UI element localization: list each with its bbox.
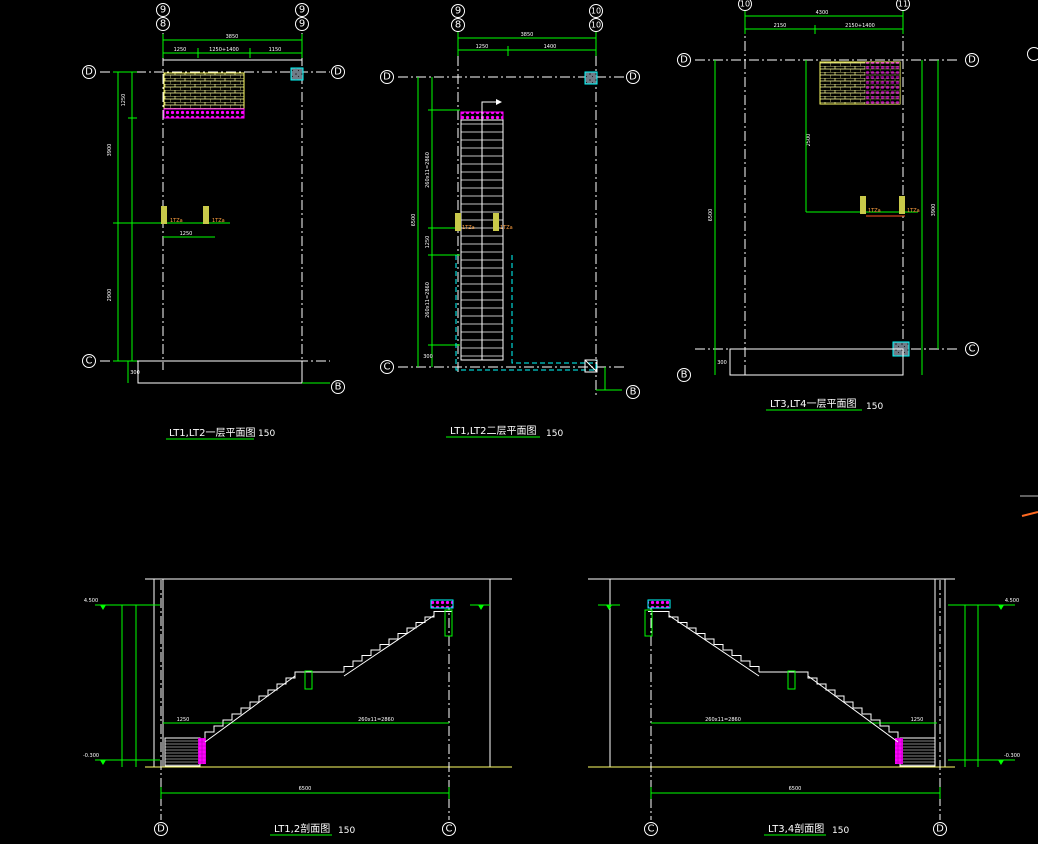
- plan3-dim-bottom: 300: [717, 360, 727, 366]
- plan1-dim-seg3: 1150: [269, 47, 282, 53]
- section1-dim-landing: 1250: [177, 717, 190, 723]
- plan3-dim-total: 4300: [816, 10, 829, 16]
- plan2-dim-run2: 260x11=2860: [425, 282, 431, 318]
- svg-text:1TZa: 1TZa: [907, 208, 920, 214]
- section2-dim-landing: 1250: [911, 717, 924, 723]
- plan2-dim-bottom: 300: [423, 354, 433, 360]
- plan3-dim-right-mid: 3900: [931, 204, 937, 217]
- plan2-axis-b: B: [630, 387, 637, 398]
- plan3-dim-seg1: 2150: [774, 23, 787, 29]
- svg-text:1TZa: 1TZa: [500, 225, 513, 231]
- plan1-dim-left-lower: 2900: [107, 289, 113, 302]
- plan1-title: LT1,LT2一层平面图: [169, 427, 256, 439]
- plan3-axis-c: C: [969, 344, 976, 355]
- stair-profile-section2: [648, 611, 899, 743]
- plan3-axis-11: 11: [898, 0, 908, 9]
- plan1-axis-8: 8: [160, 19, 166, 30]
- svg-text:1TZa: 1TZa: [868, 208, 881, 214]
- plan3-axis-d-left: D: [680, 55, 688, 66]
- plan1-dim-total: 3850: [226, 34, 239, 40]
- stair-treads: [461, 123, 503, 357]
- plan1-axis-b: B: [335, 382, 342, 393]
- svg-text:1TZa: 1TZa: [170, 218, 183, 224]
- plan2-dim-seg1: 1250: [476, 44, 489, 50]
- plan3-dim-right-upper: 2500: [806, 134, 812, 147]
- plan1-dim-seg2: 1250+1400: [209, 47, 239, 53]
- plan-lt1-lt2-ground-floor: 3850 1250 1250+1400 1150 1250 3900 2900 …: [82, 3, 345, 440]
- plan2-axis-9: 9: [455, 6, 461, 17]
- section1-dim-span: 6500: [299, 786, 312, 792]
- svg-text:1TZa: 1TZa: [462, 225, 475, 231]
- section2-title: LT3,4剖面图: [768, 822, 824, 835]
- plan3-scale: 150: [866, 402, 883, 412]
- plan1-dim-seg1: 1250: [174, 47, 187, 53]
- section2-axis-d: D: [936, 824, 944, 835]
- section2-dim-run: 260x11=2860: [705, 717, 741, 723]
- plan-lt3-lt4-ground-floor: 4300 2150 2150+1400 6500 3900 2500 1TZa …: [677, 0, 1038, 412]
- plan2-dim-landing: 1250: [425, 236, 431, 249]
- plan2-scale: 150: [546, 429, 563, 439]
- plan3-dim-seg2: 2150+1400: [845, 23, 875, 29]
- plan2-axis-c: C: [384, 362, 391, 373]
- section2-level-top: 4.500: [1005, 598, 1019, 604]
- plan1-axis-c: C: [86, 356, 93, 367]
- plan2-dim-run1: 260x11=2860: [425, 152, 431, 188]
- plan1-scale: 150: [258, 429, 275, 439]
- svg-text:1TZa: 1TZa: [212, 218, 225, 224]
- section1-scale: 150: [338, 826, 355, 836]
- section1-axis-c: C: [446, 824, 453, 835]
- section2-scale: 150: [832, 826, 849, 836]
- plan1-axis-9-top: 9: [160, 5, 166, 16]
- plan1-dim-left-upper: 1250: [121, 94, 127, 107]
- section2-level-bottom: -0.300: [1004, 753, 1020, 759]
- plan2-dim-total: 3850: [521, 32, 534, 38]
- plan1-axis-9-right-top: 9: [299, 5, 305, 16]
- section1-level-top: 4.500: [84, 598, 98, 604]
- section1-dim-run: 260x11=2860: [358, 717, 394, 723]
- column-section: [290, 67, 304, 81]
- plan3-axis-d-right: D: [968, 55, 976, 66]
- plan2-axis-d-left: D: [383, 72, 391, 83]
- plan3-title: LT3,LT4一层平面图: [770, 398, 857, 410]
- plan2-dim-height: 6500: [411, 214, 417, 227]
- plan3-axis-10: 10: [740, 0, 750, 9]
- section1-axis-d: D: [157, 824, 165, 835]
- plan2-dim-seg2: 1400: [544, 44, 557, 50]
- plan2-title: LT1,LT2二层平面图: [450, 425, 537, 437]
- stair-profile-section1: [204, 611, 452, 743]
- plan-lt1-lt2-second-floor: 3850 1250 1400 260x11=2860 260x11=2860 6…: [380, 4, 640, 439]
- plan3-dim-left: 6500: [708, 209, 714, 222]
- plan1-dim-left-mid: 3900: [107, 144, 113, 157]
- section1-title: LT1,2剖面图: [274, 822, 330, 835]
- plan1-axis-d-left: D: [85, 67, 93, 78]
- plan2-axis-8: 8: [455, 20, 461, 31]
- brick-wall-block: [163, 72, 245, 110]
- section2-dim-span: 6500: [789, 786, 802, 792]
- plan1-axis-d-right: D: [334, 67, 342, 78]
- plan3-axis-b: B: [681, 370, 688, 381]
- plan1-dim-bottom: 300: [130, 370, 140, 376]
- section2-axis-c: C: [648, 824, 655, 835]
- plan1-axis-9-right: 9: [299, 19, 305, 30]
- plan2-axis-d-right: D: [629, 72, 637, 83]
- section1-level-bottom: -0.300: [83, 753, 99, 759]
- beam-section: [163, 108, 245, 119]
- section-lt1-2: 6500 1250 260x11=2860 4.500 -0.300 D C L…: [83, 578, 512, 836]
- plan2-axis-10-top: 10: [591, 7, 601, 16]
- section-lt3-4: 6500 1250 260x11=2860 4.500 -0.300 C D L…: [588, 578, 1020, 836]
- plan1-dim-mid: 1250: [180, 231, 193, 237]
- plan2-axis-10: 10: [591, 21, 601, 30]
